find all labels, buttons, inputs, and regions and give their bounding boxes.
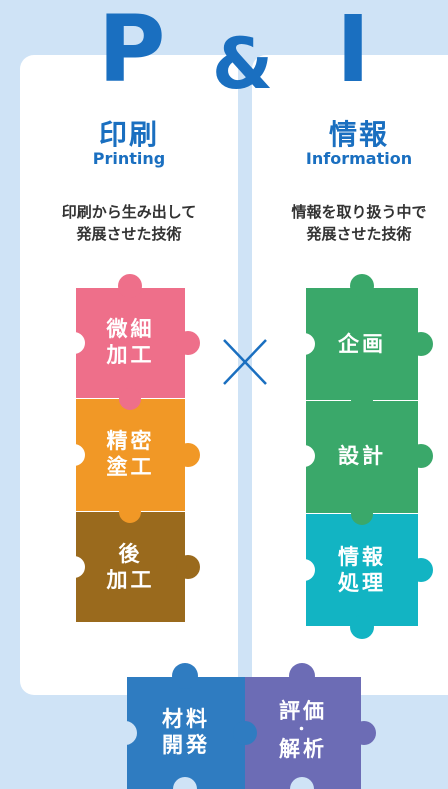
piece-evaluation-slot-left <box>233 721 257 745</box>
label-evaluation-dot: ・ <box>294 722 312 738</box>
printing-title-en: Printing <box>92 149 166 168</box>
label-post-line1: 後 <box>118 542 143 566</box>
piece-planning-tab-right <box>409 332 433 356</box>
printing-desc-line1: 印刷から生み出して <box>61 203 197 221</box>
label-planning-line1: 企画 <box>338 332 386 356</box>
piece-materials-slot-bottom <box>173 777 197 789</box>
piece-evaluation-body <box>245 677 361 789</box>
label-design-line1: 設計 <box>338 444 386 468</box>
piece-info-slot-top <box>351 503 373 525</box>
header-letter-p: P <box>98 0 166 103</box>
information-title: 情報 Information <box>274 120 444 168</box>
label-info-line1: 情報 <box>338 545 386 569</box>
piece-precision-slot-left <box>63 444 85 466</box>
piece-post-slot-top <box>119 501 141 523</box>
piece-post-processing <box>63 501 200 622</box>
piece-post-body <box>76 512 185 622</box>
piece-planning-slot-left <box>293 333 315 355</box>
printing-description: 印刷から生み出して 発展させた技術 <box>29 201 229 245</box>
piece-info-tab-bottom <box>350 615 374 639</box>
piece-evaluation-tab-top <box>289 663 315 689</box>
piece-micro-processing <box>63 274 200 398</box>
cross-icon <box>223 339 267 385</box>
printing-title: 印刷 Printing <box>44 120 214 168</box>
label-precision-line2: 塗工 <box>106 455 155 479</box>
piece-materials <box>113 663 245 789</box>
label-precision: 精密 塗工 <box>76 428 185 480</box>
piece-design <box>293 390 433 513</box>
piece-planning <box>293 274 433 400</box>
piece-evaluation-slot-bottom <box>290 777 314 789</box>
label-micro-line2: 加工 <box>106 343 155 367</box>
piece-evaluation <box>233 663 376 789</box>
label-info-processing: 情報 処理 <box>306 544 418 596</box>
piece-precision-body <box>76 399 185 511</box>
piece-info-processing <box>293 503 433 639</box>
piece-materials-slot-left <box>113 721 137 745</box>
label-materials: 材料 開発 <box>127 706 245 758</box>
piece-design-slot-top <box>351 390 373 412</box>
information-description: 情報を取り扱う中で 発展させた技術 <box>259 201 448 245</box>
piece-info-body <box>306 514 418 626</box>
piece-precision-tab-right <box>176 443 200 467</box>
printing-desc-line2: 発展させた技術 <box>76 225 182 243</box>
piece-precision-coating <box>63 388 200 511</box>
label-evaluation-line2: 解析 <box>279 737 327 761</box>
label-materials-line2: 開発 <box>162 733 210 757</box>
label-evaluation: 評価 ・ 解析 <box>245 698 361 762</box>
piece-materials-body <box>127 677 245 789</box>
label-materials-line1: 材料 <box>162 707 210 731</box>
piece-materials-tab-top <box>172 663 198 689</box>
label-planning: 企画 <box>306 331 418 357</box>
label-post-line2: 加工 <box>106 568 155 592</box>
piece-micro-tab-right <box>176 331 200 355</box>
label-info-line2: 処理 <box>338 571 386 595</box>
header-letter-i: I <box>336 0 371 103</box>
piece-precision-slot-top <box>119 388 141 410</box>
piece-design-tab-right <box>409 444 433 468</box>
piece-design-body <box>306 401 418 513</box>
piece-post-tab-right <box>176 555 200 579</box>
piece-micro-body <box>76 288 185 398</box>
information-title-ja: 情報 <box>328 118 389 151</box>
piece-planning-body <box>306 288 418 400</box>
label-design: 設計 <box>306 443 418 469</box>
label-post: 後 加工 <box>76 541 185 593</box>
information-desc-line1: 情報を取り扱う中で <box>291 203 427 221</box>
piece-evaluation-tab-right <box>352 721 376 745</box>
piece-design-slot-left <box>293 445 315 467</box>
printing-title-ja: 印刷 <box>98 118 159 151</box>
piece-info-slot-left <box>293 559 315 581</box>
label-micro-line1: 微細 <box>106 317 155 341</box>
header-ampersand: & <box>212 23 274 105</box>
piece-micro-tab-top <box>118 274 142 298</box>
piece-info-tab-right <box>409 558 433 582</box>
information-title-en: Information <box>305 149 413 168</box>
label-micro: 微細 加工 <box>76 316 185 368</box>
piece-micro-slot-left <box>63 332 85 354</box>
piece-planning-tab-top <box>350 274 374 298</box>
information-desc-line2: 発展させた技術 <box>306 225 412 243</box>
label-precision-line1: 精密 <box>106 429 155 453</box>
label-evaluation-line1: 評価 <box>279 699 327 723</box>
piece-post-slot-left <box>63 556 85 578</box>
